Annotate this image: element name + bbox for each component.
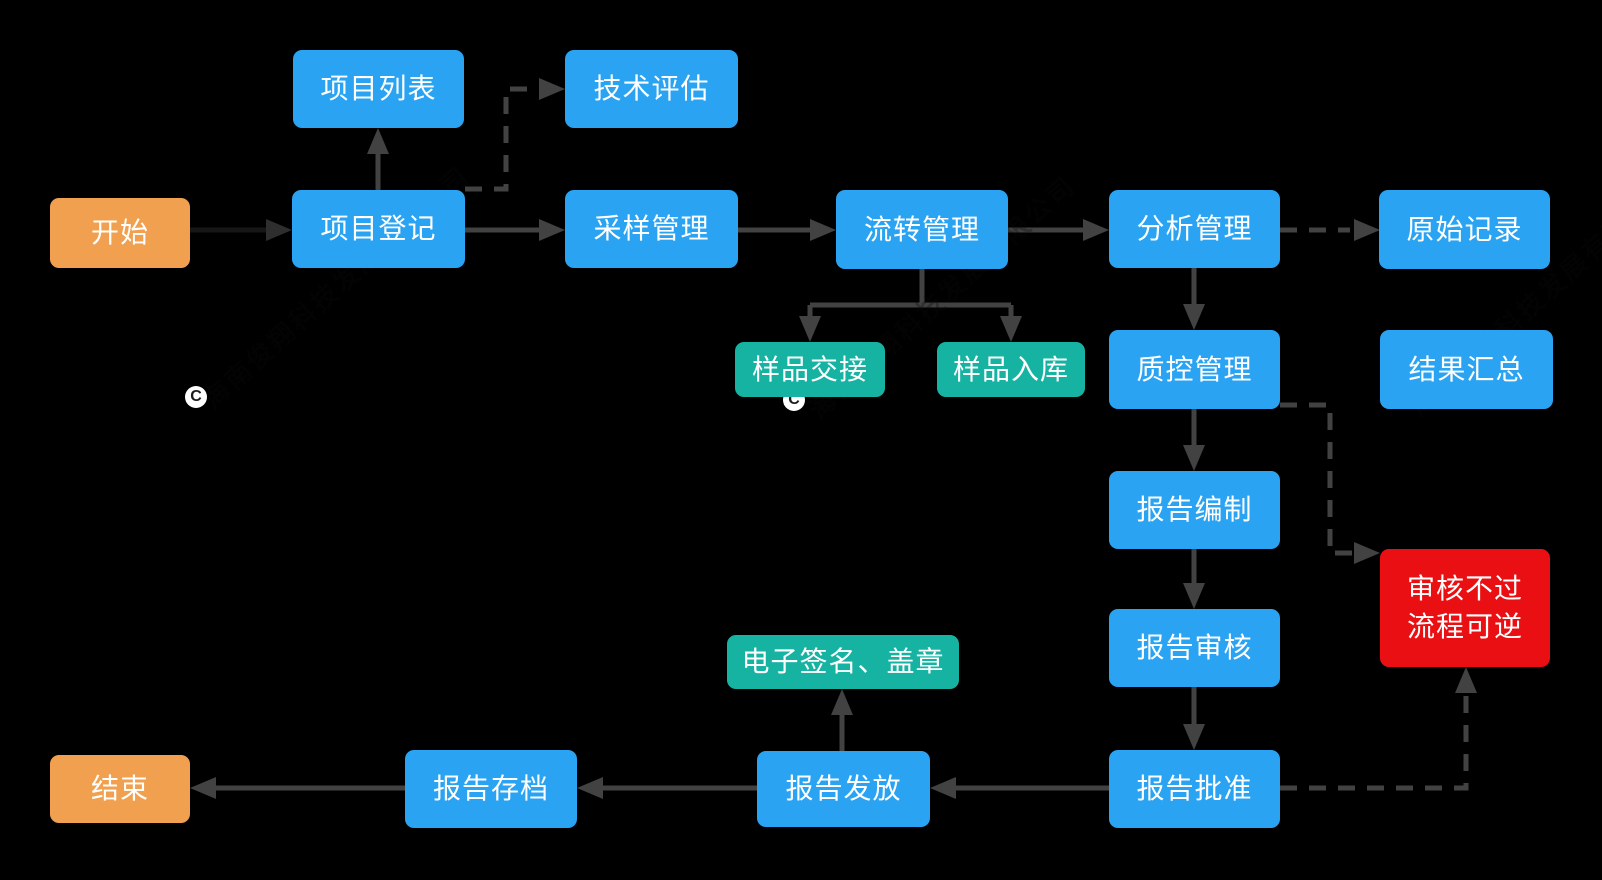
arrowhead-issue-esign (831, 689, 853, 715)
arrowhead-register-sampling (539, 219, 565, 241)
node-result-summary: 结果汇总 (1380, 330, 1553, 409)
arrowhead-register-projectlist (367, 128, 389, 154)
edge-circulation-branch (807, 269, 1014, 320)
edge-qc-reviewfail (1280, 402, 1352, 556)
node-end: 结束 (50, 755, 190, 823)
arrowhead-sampling-circulation (810, 219, 836, 241)
arrowhead-branch-handover (799, 316, 821, 342)
edge-register-techeval (465, 86, 541, 192)
node-report-archive: 报告存档 (405, 750, 577, 828)
copyright-icon: C (185, 386, 207, 408)
arrowhead-circulation-analysis (1083, 219, 1109, 241)
arrowhead-analysis-rawrecords (1354, 219, 1380, 241)
node-esign: 电子签名、盖章 (727, 635, 959, 689)
node-circulation: 流转管理 (836, 190, 1008, 269)
arrowhead-start-register (266, 219, 292, 241)
arrowhead-approve-issue (930, 777, 956, 799)
node-sample-storage: 样品入库 (937, 342, 1085, 397)
arrowhead-issue-archive (577, 777, 603, 799)
node-report-issue: 报告发放 (757, 751, 930, 827)
node-start: 开始 (50, 198, 190, 268)
node-qc: 质控管理 (1109, 330, 1280, 409)
node-analysis: 分析管理 (1109, 190, 1280, 268)
arrowhead-qc-compile (1183, 445, 1205, 471)
node-sample-handover: 样品交接 (735, 342, 885, 397)
node-tech-eval: 技术评估 (565, 50, 738, 128)
arrowhead-review-approve (1183, 724, 1205, 750)
arrowhead-qc-reviewfail (1354, 542, 1380, 564)
node-sampling: 采样管理 (565, 190, 738, 268)
arrowhead-analysis-qc (1183, 304, 1205, 330)
node-report-review: 报告审核 (1109, 609, 1280, 687)
arrowhead-approve-reviewfail (1455, 667, 1477, 693)
node-project-list: 项目列表 (293, 50, 464, 128)
edge-approve-reviewfail (1280, 691, 1469, 791)
arrowhead-archive-end (190, 777, 216, 799)
node-raw-records: 原始记录 (1379, 190, 1550, 269)
arrowhead-branch-storage (1000, 316, 1022, 342)
node-project-register: 项目登记 (292, 190, 465, 268)
arrowhead-register-techeval (539, 78, 565, 100)
node-report-approve: 报告批准 (1109, 750, 1280, 828)
arrowhead-compile-review (1183, 583, 1205, 609)
node-report-compile: 报告编制 (1109, 471, 1280, 549)
node-review-fail: 审核不过 流程可逆 (1380, 549, 1550, 667)
